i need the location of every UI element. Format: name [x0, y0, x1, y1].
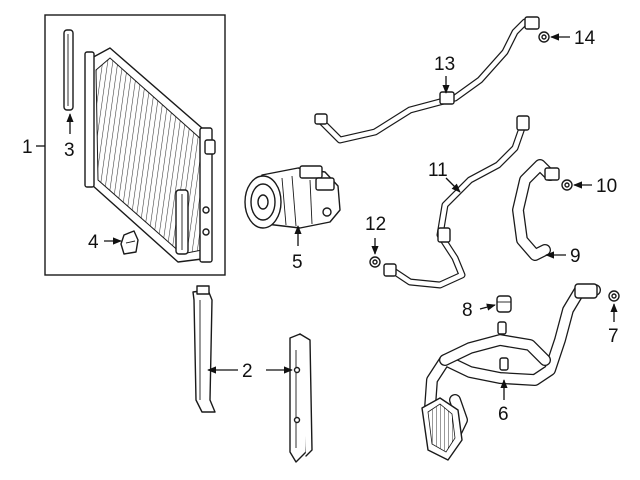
part-8-cap [496, 295, 512, 313]
callout-13: 13 [434, 54, 455, 75]
callout-2: 2 [242, 361, 253, 382]
part-3-drier-cartridge [63, 29, 74, 111]
callout-6: 6 [498, 404, 509, 425]
part-7-o-ring [608, 290, 620, 302]
part-11-refrigerant-line [383, 115, 530, 289]
part-4-clip [120, 230, 139, 255]
condenser-group-frame [44, 14, 226, 276]
leader-8 [479, 303, 496, 311]
callout-3: 3 [64, 140, 75, 161]
callout-14: 14 [574, 28, 596, 49]
part-12-o-ring [369, 256, 381, 268]
callout-12: 12 [365, 214, 386, 235]
callout-10: 10 [596, 176, 617, 197]
leader-11 [445, 177, 461, 193]
callout-9: 9 [570, 246, 581, 267]
callout-11: 11 [428, 160, 448, 181]
part-13-refrigerant-line [314, 16, 540, 144]
callout-1: 1 [22, 137, 33, 158]
part-2-bracket-left [192, 285, 216, 413]
part-6-hose-assembly [421, 283, 601, 461]
part-14-o-ring [538, 31, 550, 43]
callout-5: 5 [292, 252, 303, 273]
callout-7: 7 [608, 326, 619, 347]
part-10-o-ring [561, 179, 573, 191]
part-1-condenser [84, 47, 216, 263]
part-5-compressor [244, 165, 341, 229]
callout-4: 4 [88, 232, 99, 253]
part-9-refrigerant-hose [512, 159, 560, 261]
callout-8: 8 [462, 300, 473, 321]
part-2-bracket-right [289, 333, 313, 463]
